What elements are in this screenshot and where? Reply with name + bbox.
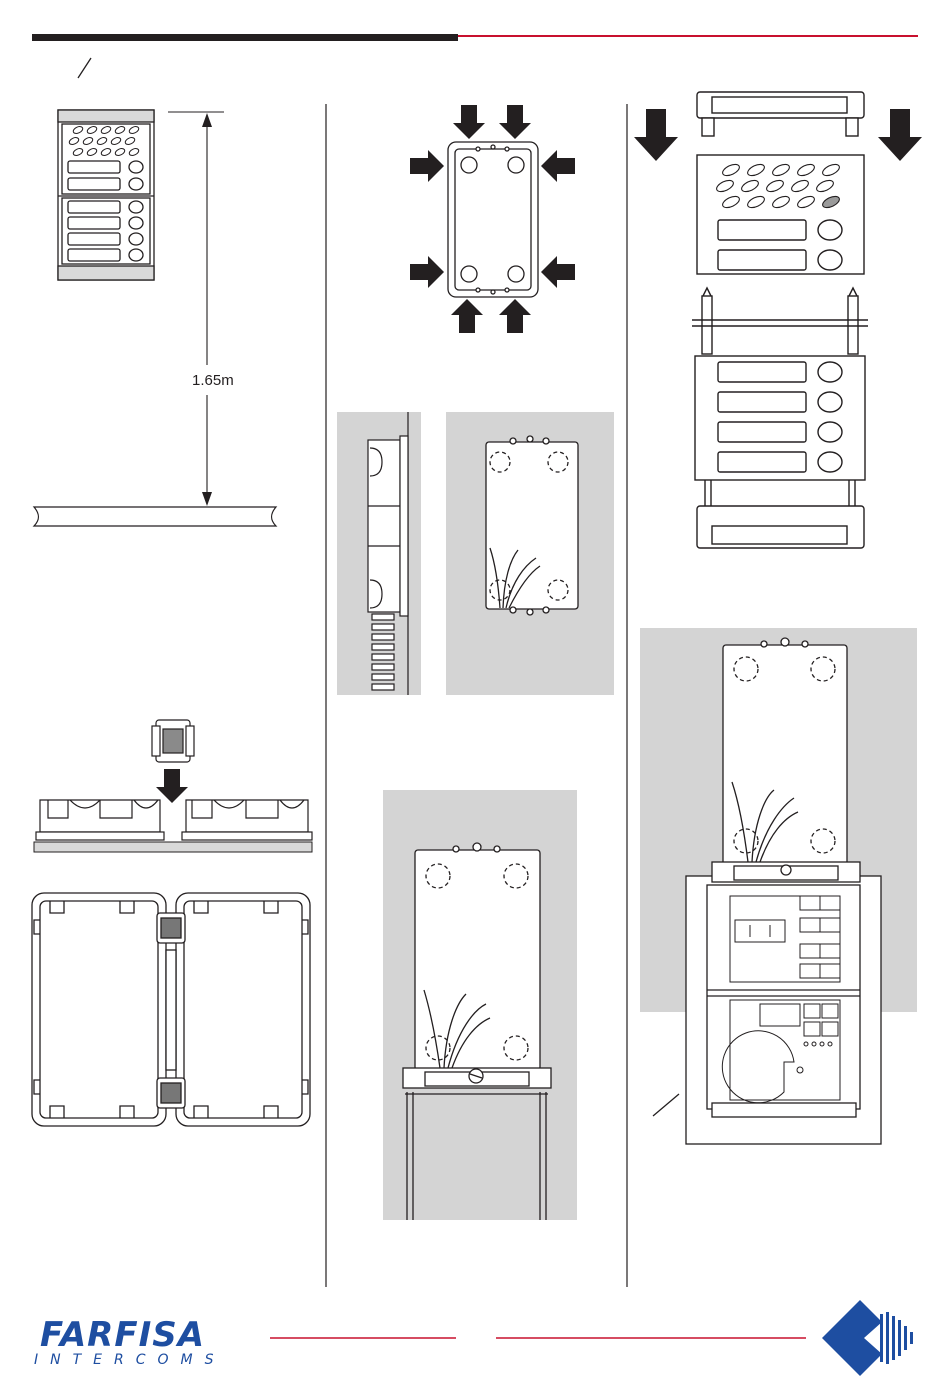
flush-box-front [448,142,538,297]
brand-emblem-icon [822,1300,913,1376]
panel-front-view [58,110,154,280]
header-slash [78,58,91,78]
brand-tagline: INTERCOMS [34,1352,226,1368]
height-label: 1.65m [190,372,236,389]
down-arrow-right [878,109,922,161]
down-arrow-left [634,109,678,161]
exploded-panel-view [692,92,868,548]
floor [34,507,276,526]
boxes-front-view [32,893,310,1126]
boxes-side-view [36,800,312,840]
height-dimension [168,112,224,506]
insert-down-arrow [156,769,188,803]
header-black-bar [32,34,458,41]
coupling-clip [152,720,194,762]
brand-name: FARFISA [40,1318,205,1352]
box-in-wall-front [486,436,578,615]
wall-surface [34,842,312,852]
